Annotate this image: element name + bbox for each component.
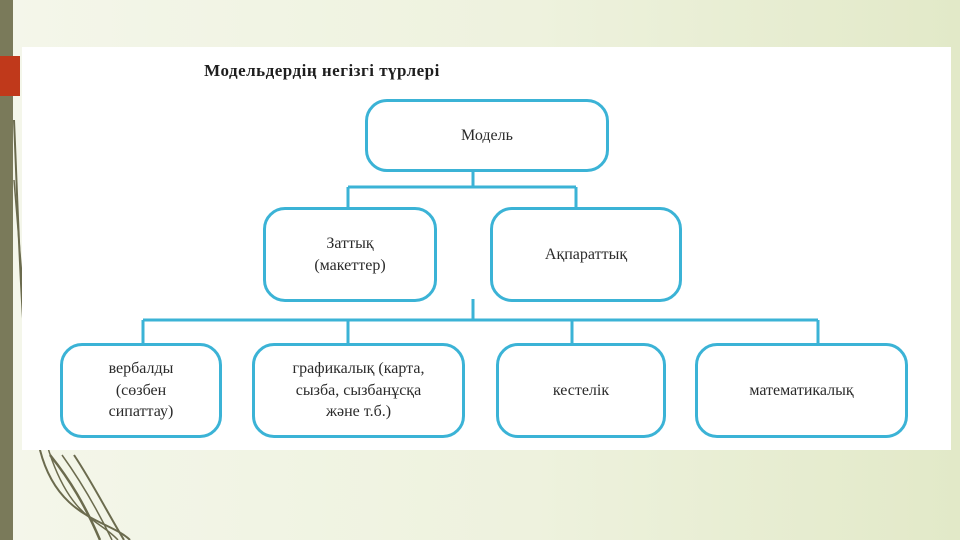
node-verbal: вербалды (сөзбен сипаттау): [60, 343, 222, 438]
connector-lines: [141, 170, 820, 345]
node-material: Заттық (макеттер): [263, 207, 437, 302]
node-label: Ақпараттық: [544, 245, 628, 263]
diagram-image: Модельдердің негізгі түрлері Модель Затт…: [22, 47, 951, 450]
node-informational: Ақпараттық: [490, 207, 682, 302]
node-model: Модель: [365, 99, 609, 172]
red-accent-tab: [0, 56, 20, 96]
node-tabular: кестелік: [496, 343, 666, 438]
node-label: кестелік: [552, 381, 610, 399]
node-label: вербалды (сөзбен сипаттау): [108, 360, 174, 421]
node-label: Заттық (макеттер): [314, 234, 386, 274]
node-label: математикалық: [749, 381, 854, 399]
diagram-title: Модельдердің негізгі түрлері: [204, 61, 440, 80]
node-label: Модель: [461, 126, 513, 144]
node-graphic: графикалық (карта, сызба, сызбанұсқа жән…: [252, 343, 465, 438]
left-decor-bar: [0, 0, 13, 540]
node-mathematical: математикалық: [695, 343, 908, 438]
node-label: графикалық (карта, сызба, сызбанұсқа жән…: [292, 360, 425, 421]
